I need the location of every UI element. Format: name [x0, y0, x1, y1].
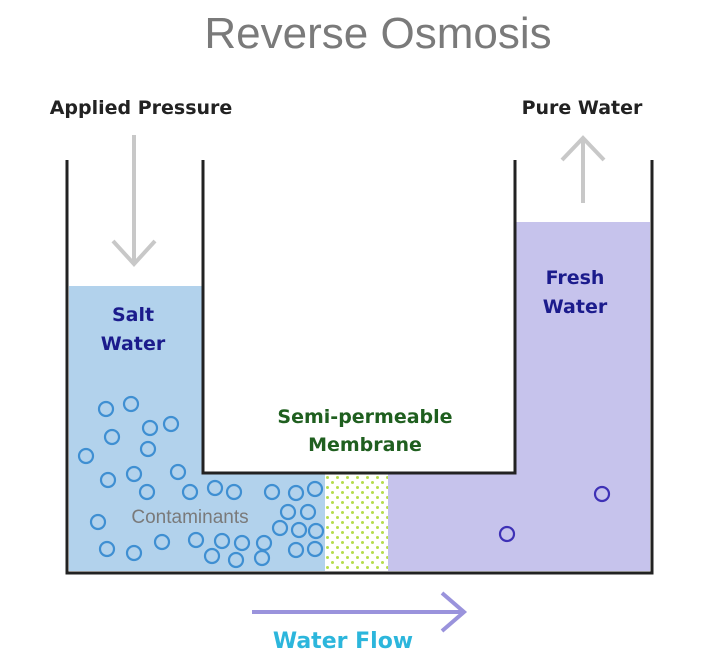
contaminant-particle: [89, 513, 107, 531]
contaminant-particle: [287, 541, 305, 559]
contaminant-particle: [263, 483, 281, 501]
fresh-water-label-line2: Water: [543, 296, 608, 318]
salt-water-label-line1: Salt: [112, 304, 154, 326]
contaminant-particle: [122, 395, 140, 413]
contaminant-particle: [271, 519, 289, 537]
membrane-label-line1: Semi-permeable: [277, 406, 452, 428]
contaminant-particle: [253, 549, 271, 567]
contaminant-particle: [279, 503, 297, 521]
container-outer-wall: [65, 160, 654, 575]
contaminant-particle: [169, 463, 187, 481]
contaminant-particle: [290, 521, 308, 539]
contaminant-particle: [307, 522, 325, 540]
membrane-dots: [325, 473, 388, 571]
water-flow-label: Water Flow: [273, 629, 413, 654]
contaminant-particle: [203, 547, 221, 565]
contaminant-particle: [255, 534, 273, 552]
contaminant-particle: [139, 440, 157, 458]
contaminant-particle: [153, 533, 171, 551]
fresh-water-label-line1: Fresh: [546, 267, 605, 289]
fresh-water-region: [388, 222, 650, 571]
contaminant-particles: [77, 395, 611, 569]
salt-water-region: [69, 286, 325, 571]
contaminant-particle: [287, 484, 305, 502]
contaminant-particle: [138, 483, 156, 501]
container-inner-wall: [201, 160, 517, 475]
contaminant-particle: [98, 540, 116, 558]
fresh-water-particle: [593, 485, 611, 503]
contaminant-particle: [227, 551, 245, 569]
applied-pressure-label: Applied Pressure: [50, 97, 233, 119]
contaminant-particle: [103, 428, 121, 446]
pure-water-arrow-icon: [560, 135, 606, 203]
salt-water-label-line2: Water: [101, 333, 166, 355]
fresh-water-particle: [498, 525, 516, 543]
contaminant-particle: [181, 483, 199, 501]
contaminant-particle: [125, 465, 143, 483]
contaminant-particle: [77, 447, 95, 465]
contaminant-particle: [206, 479, 224, 497]
water-flow-arrow-icon: [252, 591, 468, 633]
contaminant-particle: [213, 532, 231, 550]
contaminant-particle: [125, 544, 143, 562]
contaminant-particle: [162, 415, 180, 433]
contaminant-particle: [306, 540, 324, 558]
contaminant-particle: [99, 471, 117, 489]
diagram-title: Reverse Osmosis: [204, 9, 551, 58]
contaminant-particle: [187, 531, 205, 549]
contaminant-particle: [225, 483, 243, 501]
contaminant-particle: [141, 419, 159, 437]
membrane-label-line2: Membrane: [308, 434, 422, 456]
pressure-arrow-icon: [111, 135, 157, 267]
contaminants-label: Contaminants: [131, 507, 248, 528]
contaminant-particle: [306, 480, 324, 498]
contaminant-particle: [97, 400, 115, 418]
contaminant-particle: [233, 534, 251, 552]
pure-water-label: Pure Water: [522, 97, 643, 119]
contaminant-particle: [299, 503, 317, 521]
